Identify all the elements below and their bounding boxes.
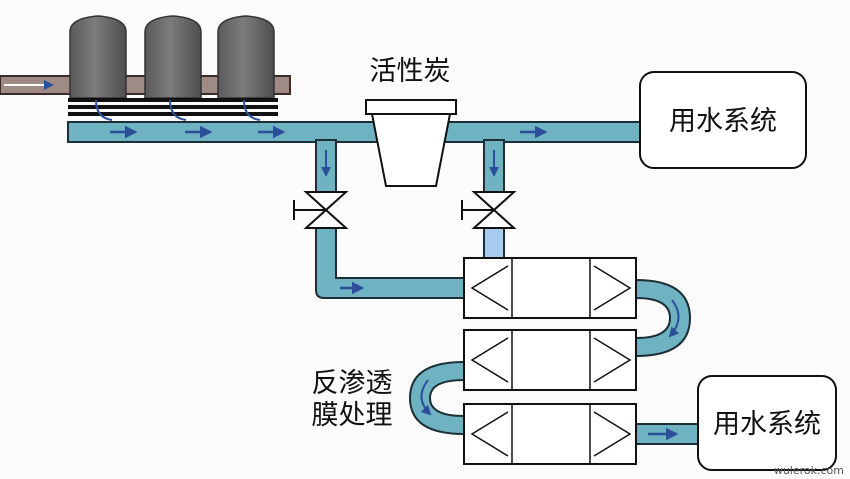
ro-label-line2: 膜处理	[312, 400, 393, 431]
filter-tank-icon	[69, 15, 127, 99]
membrane-module-icon	[463, 329, 637, 391]
filter-tanks	[68, 15, 278, 121]
water-system-top: 用水系统	[639, 71, 807, 169]
left-branch-pipe	[315, 139, 465, 299]
main-pipe	[67, 121, 641, 143]
water-system-bottom-label: 用水系统	[713, 409, 821, 440]
membrane-module-icon	[463, 403, 637, 465]
water-system-bottom: 用水系统	[697, 375, 837, 471]
valve-icon	[461, 191, 517, 229]
water-system-top-label: 用水系统	[669, 106, 777, 137]
filter-tank-icon	[217, 15, 275, 99]
carbon-filter-icon	[365, 99, 457, 187]
ro-label-line1: 反渗透	[312, 368, 393, 399]
valve-icon	[293, 191, 349, 229]
watermark: wulerok.com	[774, 464, 844, 477]
ro-connection-pipes	[408, 278, 699, 445]
activated-carbon-label: 活性炭	[370, 56, 451, 87]
membrane-module-icon	[463, 257, 637, 319]
filter-tank-icon	[144, 15, 202, 99]
